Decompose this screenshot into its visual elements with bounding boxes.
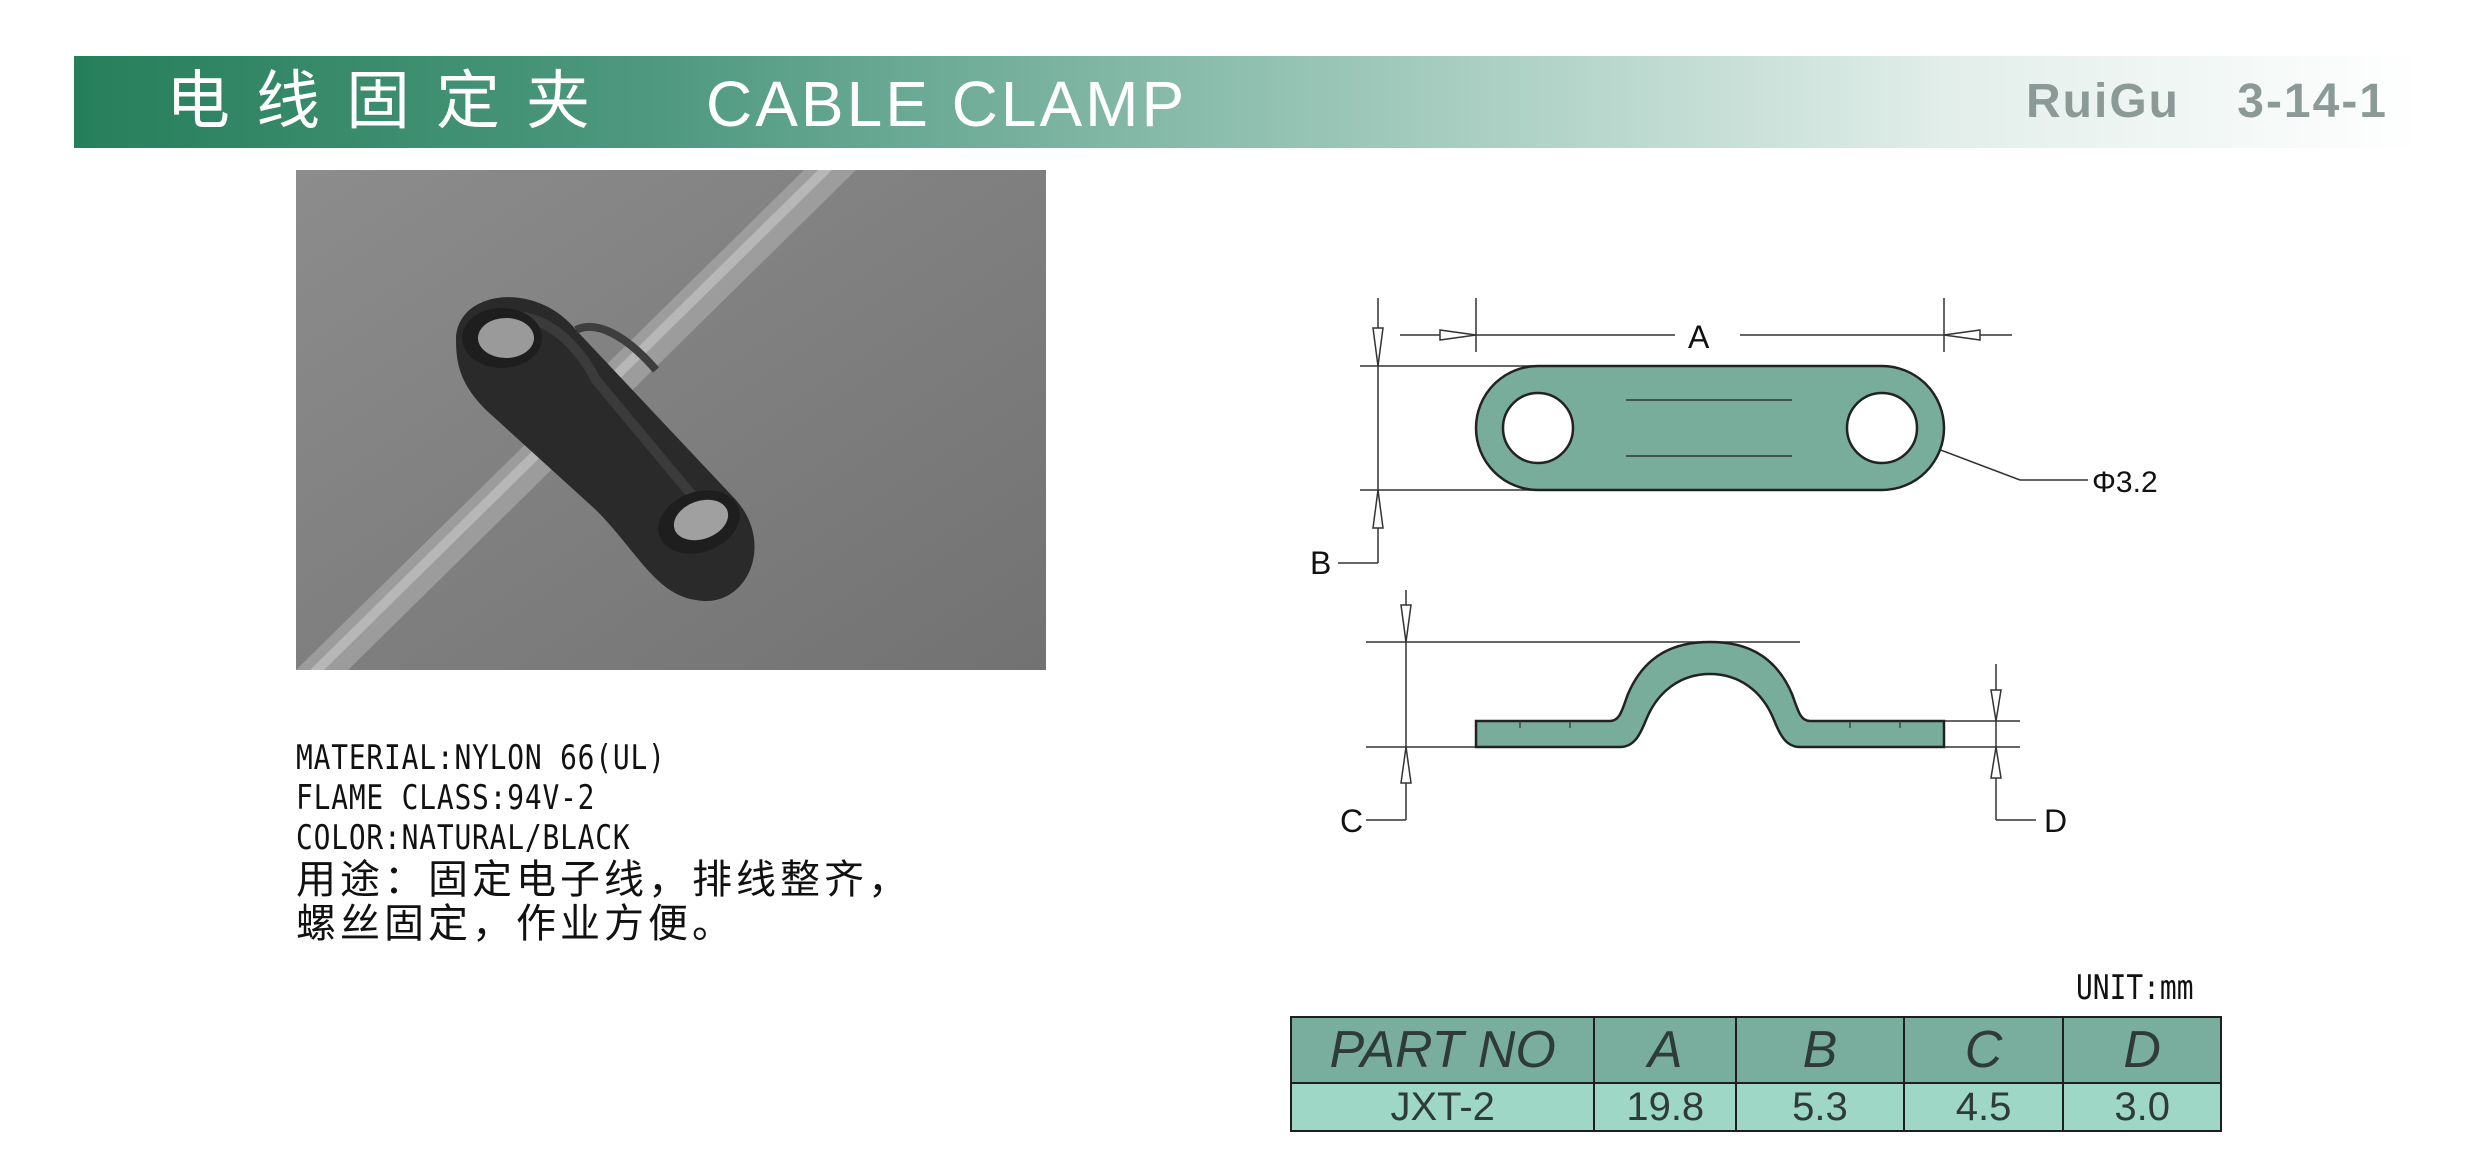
color-spec: COLOR:NATURAL/BLACK <box>296 818 631 858</box>
dimension-label-d: D <box>2044 803 2067 839</box>
flame-class-spec: FLAME CLASS:94V-2 <box>296 778 596 818</box>
unit-label: UNIT:mm <box>2076 968 2194 1008</box>
spec-text: MATERIAL:NYLON 66(UL) FLAME CLASS:94V-2 … <box>296 738 1116 946</box>
black-clamp <box>456 297 755 602</box>
hole-diameter-label: Φ3.2 <box>2092 466 2158 499</box>
header-d: D <box>2062 1016 2222 1084</box>
cell-c: 4.5 <box>1902 1082 2065 1132</box>
material-spec: MATERIAL:NYLON 66(UL) <box>296 738 666 778</box>
cell-a: 19.8 <box>1593 1082 1738 1132</box>
product-photo <box>296 170 1046 670</box>
cable-clamp-photo-illustration <box>296 170 1046 670</box>
table-header-row: PART NO A B C D <box>1289 1016 2222 1084</box>
header-a: A <box>1593 1016 1738 1084</box>
header-b: B <box>1735 1016 1905 1084</box>
header-c: C <box>1902 1016 2065 1084</box>
title-banner: 电线固定夹 CABLE CLAMP RuiGu 3-14-1 <box>74 56 2420 148</box>
cell-b: 5.3 <box>1735 1082 1905 1132</box>
side-view-dimension-lines <box>1366 590 2036 821</box>
top-view-clamp <box>1474 364 1946 492</box>
table-row: JXT-2 19.8 5.3 4.5 3.0 <box>1289 1082 2222 1132</box>
dimension-label-a: A <box>1688 319 1710 355</box>
usage-line-1: 用途：固定电子线，排线整齐， <box>296 857 912 903</box>
cell-part-no: JXT-2 <box>1289 1082 1596 1132</box>
title-english: CABLE CLAMP <box>706 68 1188 140</box>
side-view-clamp <box>1474 640 1946 749</box>
dimension-table: PART NO A B C D JXT-2 19.8 5.3 4.5 3.0 <box>1289 1016 2222 1132</box>
brand-name: RuiGu <box>2026 75 2180 128</box>
title-chinese: 电线固定夹 <box>166 65 616 139</box>
usage-line-2: 螺丝固定，作业方便。 <box>296 901 736 947</box>
dimension-label-b: B <box>1310 545 1331 581</box>
page-number: 3-14-1 <box>2237 75 2388 128</box>
cell-d: 3.0 <box>2062 1082 2222 1132</box>
technical-drawing: A B Φ3.2 C D <box>1310 298 2158 839</box>
dimension-label-c: C <box>1340 803 1363 839</box>
header-part-no: PART NO <box>1289 1016 1596 1084</box>
